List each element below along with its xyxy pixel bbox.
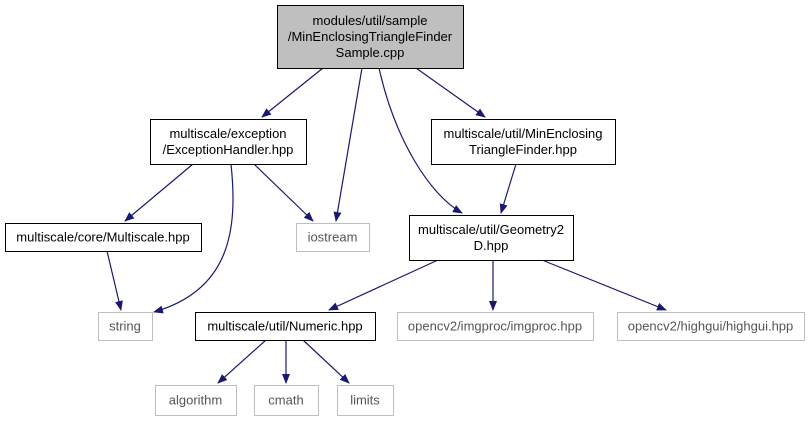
node-string[interactable]: string xyxy=(98,312,153,341)
node-box xyxy=(195,312,376,341)
edge-core-to-string xyxy=(106,250,123,311)
node-box xyxy=(397,312,594,341)
node-label-line: opencv2/highgui/highgui.hpp xyxy=(628,319,794,334)
edge-root-to-iostream xyxy=(333,67,363,222)
node-limits[interactable]: limits xyxy=(337,385,394,416)
edge-numeric-to-algorithm xyxy=(217,339,267,384)
nodes-layer: modules/util/sample/MinEnclosingTriangle… xyxy=(5,5,805,416)
edge-exc-to-core xyxy=(124,163,194,222)
node-label-line: iostream xyxy=(308,230,358,245)
node-label-line: limits xyxy=(350,393,380,408)
edge-exc-to-iostream xyxy=(253,163,314,222)
node-box xyxy=(296,223,370,252)
edge-geom-to-numeric xyxy=(328,259,439,311)
node-numeric[interactable]: multiscale/util/Numeric.hpp xyxy=(195,312,376,341)
node-cmath[interactable]: cmath xyxy=(254,385,319,416)
node-label-line: multiscale/util/Geometry2 xyxy=(418,222,564,237)
node-mintri[interactable]: multiscale/util/MinEnclosingTriangleFind… xyxy=(431,119,616,165)
node-core[interactable]: multiscale/core/Multiscale.hpp xyxy=(5,223,202,252)
node-box xyxy=(98,312,153,341)
node-box xyxy=(431,119,616,165)
node-algorithm[interactable]: algorithm xyxy=(155,385,237,416)
node-box xyxy=(277,5,464,69)
node-label-line: multiscale/util/Numeric.hpp xyxy=(207,319,362,334)
node-label-line: /MinEnclosingTriangleFinder xyxy=(288,29,453,44)
node-label-line: multiscale/core/Multiscale.hpp xyxy=(16,230,189,245)
edge-exc-to-string xyxy=(153,163,234,314)
node-label-line: multiscale/util/MinEnclosing xyxy=(444,126,603,141)
node-box xyxy=(5,223,202,252)
node-exc[interactable]: multiscale/exception/ExceptionHandler.hp… xyxy=(150,119,307,165)
edge-root-to-mintri xyxy=(415,67,486,118)
node-imgproc[interactable]: opencv2/imgproc/imgproc.hpp xyxy=(397,312,594,341)
node-label-line: Sample.cpp xyxy=(336,45,405,60)
edge-root-to-geom xyxy=(378,67,463,214)
node-iostream[interactable]: iostream xyxy=(296,223,370,252)
node-label-line: string xyxy=(109,319,141,334)
node-label-line: cmath xyxy=(268,393,303,408)
node-root[interactable]: modules/util/sample/MinEnclosingTriangle… xyxy=(277,5,464,69)
edge-root-to-exc xyxy=(261,67,324,118)
node-box xyxy=(409,215,574,261)
node-box xyxy=(617,312,805,341)
node-label-line: /ExceptionHandler.hpp xyxy=(163,142,294,157)
node-label-line: opencv2/imgproc/imgproc.hpp xyxy=(408,319,582,334)
node-label-line: modules/util/sample xyxy=(313,13,428,28)
node-box xyxy=(155,385,237,416)
node-label-line: D.hpp xyxy=(474,238,509,253)
edge-numeric-to-limits xyxy=(302,339,350,384)
node-label-line: algorithm xyxy=(169,393,222,408)
node-box xyxy=(150,119,307,165)
node-box xyxy=(254,385,319,416)
node-highgui[interactable]: opencv2/highgui/highgui.hpp xyxy=(617,312,805,341)
node-label-line: TriangleFinder.hpp xyxy=(469,142,577,157)
node-label-line: multiscale/exception xyxy=(169,126,286,141)
edge-geom-to-highgui xyxy=(541,259,667,311)
edges-layer xyxy=(106,67,667,384)
node-box xyxy=(337,385,394,416)
edge-mintri-to-geom xyxy=(499,163,517,214)
